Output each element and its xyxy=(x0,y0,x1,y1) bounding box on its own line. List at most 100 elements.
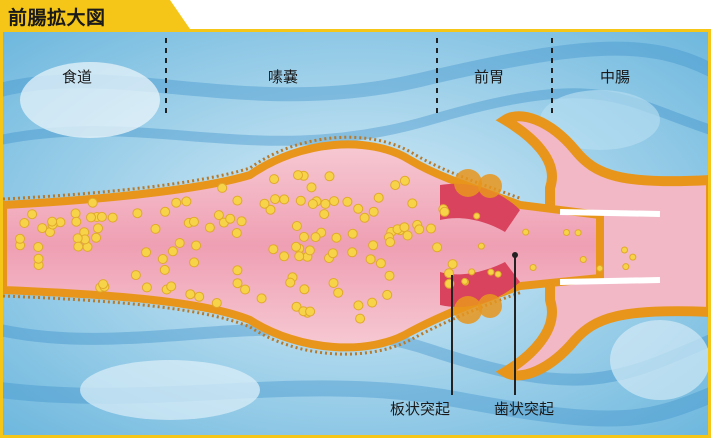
food-granule xyxy=(271,195,280,204)
food-granule xyxy=(523,229,529,235)
food-granule xyxy=(16,234,25,243)
food-granule xyxy=(343,197,352,206)
food-granule xyxy=(300,232,309,241)
food-granule xyxy=(374,193,383,202)
food-granule xyxy=(175,239,184,248)
food-granule xyxy=(97,212,106,221)
food-granule xyxy=(71,209,80,218)
food-granule xyxy=(233,279,242,288)
food-granule xyxy=(214,211,223,220)
food-granule xyxy=(448,260,457,269)
food-granule xyxy=(369,241,378,250)
food-granule xyxy=(369,207,378,216)
food-granule xyxy=(307,183,316,192)
food-granule xyxy=(186,290,195,299)
food-granule xyxy=(328,249,337,258)
food-granule xyxy=(408,199,417,208)
callout-dot-teeth xyxy=(512,252,518,258)
food-granule xyxy=(73,234,82,243)
food-granule xyxy=(34,254,43,263)
food-granule xyxy=(218,183,227,192)
food-granule xyxy=(488,269,494,275)
food-granule xyxy=(575,230,581,236)
food-granule xyxy=(108,213,117,222)
food-granule xyxy=(597,265,603,271)
label-tooth-process: 歯状突起 xyxy=(494,398,554,419)
food-granule xyxy=(270,175,279,184)
food-granule xyxy=(212,299,221,308)
food-granule xyxy=(280,195,289,204)
food-granule xyxy=(133,209,142,218)
label-esophagus: 食道 xyxy=(62,66,92,87)
food-granule xyxy=(88,198,97,207)
food-granule xyxy=(241,285,250,294)
food-granule xyxy=(325,172,334,181)
food-granule xyxy=(400,176,409,185)
food-granule xyxy=(386,238,395,247)
food-granule xyxy=(427,224,436,233)
food-granule xyxy=(308,200,317,209)
food-granule xyxy=(295,252,304,261)
food-granule xyxy=(356,314,365,323)
food-granule xyxy=(330,197,339,206)
food-granule xyxy=(205,223,214,232)
food-granule xyxy=(161,207,170,216)
food-granule xyxy=(292,222,301,231)
food-granule xyxy=(20,219,29,228)
food-granule xyxy=(232,229,241,238)
food-granule xyxy=(348,229,357,238)
food-granule xyxy=(158,255,167,264)
food-granule xyxy=(87,213,96,222)
food-granule xyxy=(305,246,314,255)
food-granule xyxy=(348,248,357,257)
food-granule xyxy=(280,252,289,261)
food-granule xyxy=(400,223,409,232)
midgut-lining-top xyxy=(560,212,660,214)
label-plate-process: 板状突起 xyxy=(390,398,450,419)
food-granule xyxy=(34,243,43,252)
food-granule xyxy=(151,224,160,233)
food-granule xyxy=(226,214,235,223)
food-granule xyxy=(403,231,412,240)
food-granule xyxy=(167,282,176,291)
food-granule xyxy=(172,198,181,207)
food-granule xyxy=(306,307,315,316)
food-granule xyxy=(474,213,480,219)
food-granule xyxy=(415,225,424,234)
food-granule xyxy=(28,210,37,219)
food-granule xyxy=(190,258,199,267)
proventriculus-muscle-top xyxy=(454,169,482,197)
food-granule xyxy=(385,271,394,280)
food-granule xyxy=(142,248,151,257)
food-granule xyxy=(332,233,341,242)
food-granule xyxy=(292,242,301,251)
food-granule xyxy=(233,196,242,205)
food-granule xyxy=(623,264,629,270)
food-granule xyxy=(440,207,449,216)
food-granule xyxy=(131,271,140,280)
food-granule xyxy=(329,279,338,288)
food-granule xyxy=(38,224,47,233)
label-proventriculus: 前胃 xyxy=(474,66,504,87)
food-granule xyxy=(260,199,269,208)
food-granule xyxy=(182,197,191,206)
food-granule xyxy=(334,288,343,297)
food-granule xyxy=(564,230,570,236)
food-granule xyxy=(622,247,628,253)
food-granule xyxy=(300,285,309,294)
label-midgut: 中腸 xyxy=(600,66,630,87)
food-granule xyxy=(99,280,108,289)
food-granule xyxy=(354,301,363,310)
food-granule xyxy=(142,283,151,292)
food-granule xyxy=(462,278,468,284)
food-granule xyxy=(195,292,204,301)
food-granule xyxy=(580,257,586,263)
food-granule xyxy=(630,254,636,260)
food-granule xyxy=(321,199,330,208)
food-granule xyxy=(269,245,278,254)
food-granule xyxy=(237,217,246,226)
food-granule xyxy=(469,269,475,275)
food-granule xyxy=(433,243,442,252)
food-granule xyxy=(48,217,57,226)
